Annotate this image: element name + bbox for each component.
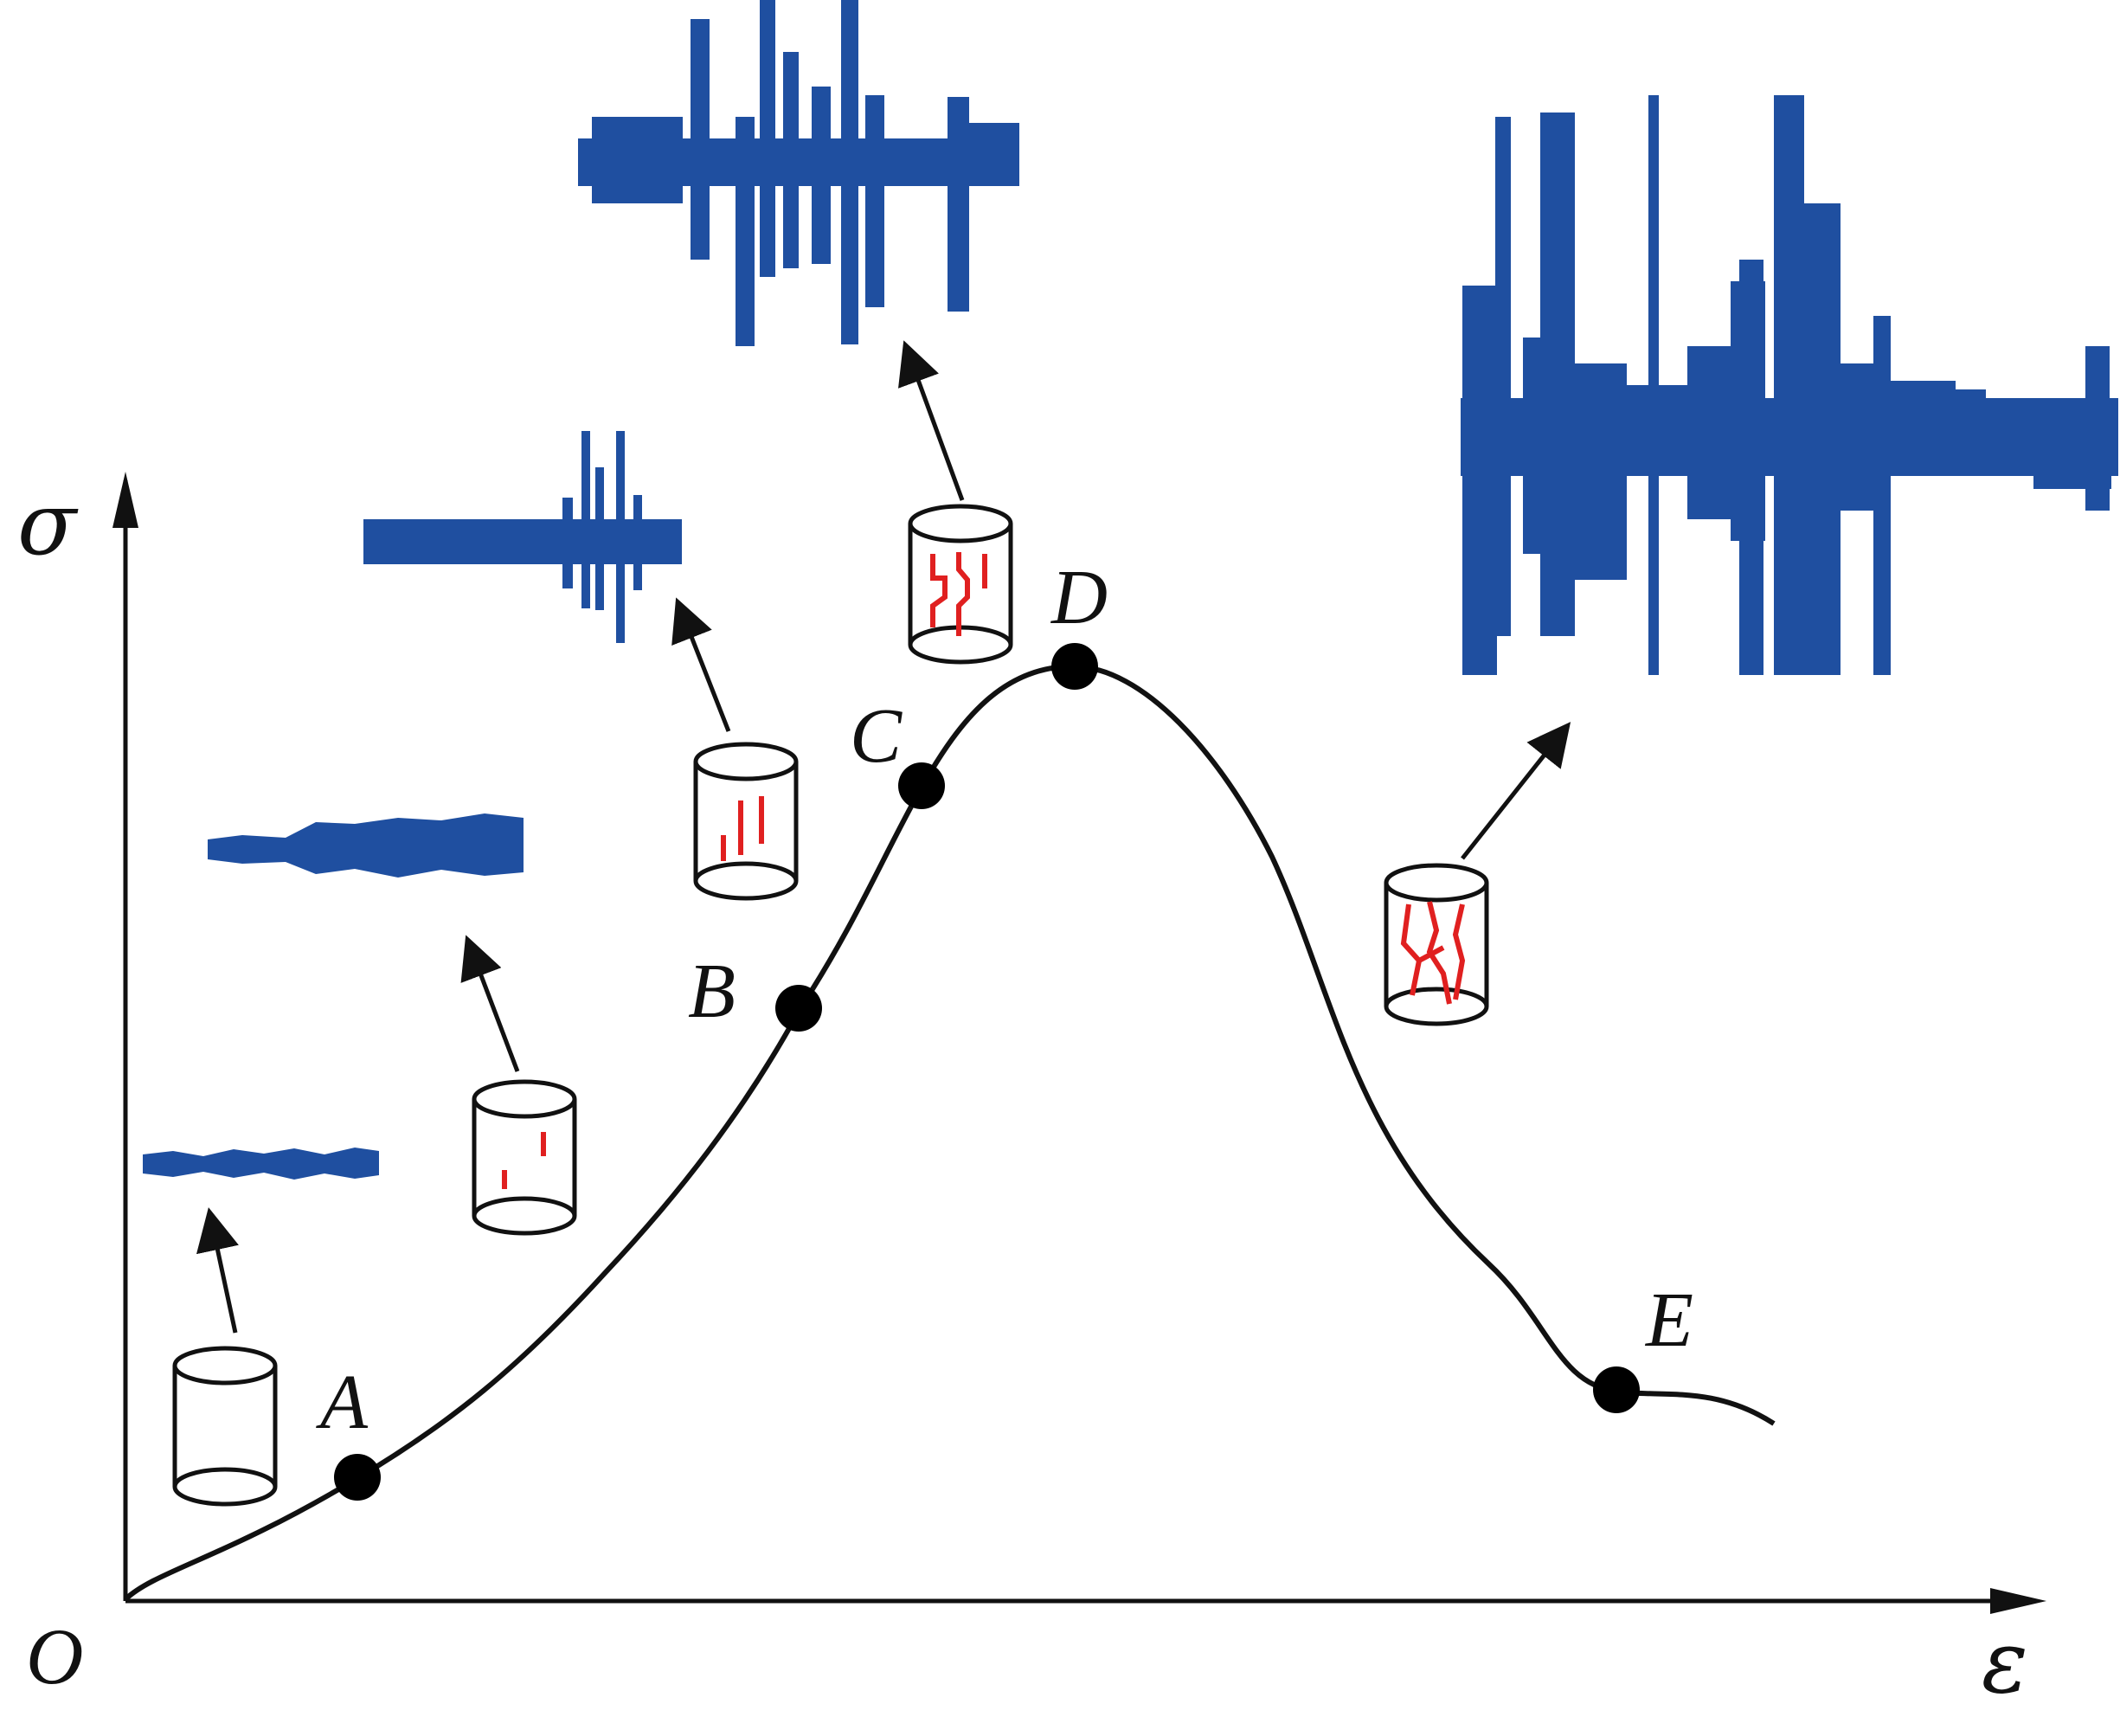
axes: O σ ε [17,472,2046,1713]
curve-points: A B C D E [316,555,1693,1501]
point-d-label: D [1050,555,1108,640]
y-axis-label: σ [17,473,79,575]
point-e-label: E [1644,1277,1693,1363]
acoustic-emission-waveform [1461,95,2118,675]
cylinder-specimen-icon [693,742,799,901]
arrow-icon [671,597,731,732]
point-c-label: C [850,693,903,779]
acoustic-emission-waveform [578,0,1019,346]
arrow-icon [196,1207,239,1334]
point-a-label: A [316,1360,369,1445]
specimens [172,504,1489,1507]
x-axis-arrow-icon [1990,1588,2046,1614]
arrow-icon [898,340,965,501]
x-axis-label: ε [1982,1611,2028,1713]
arrow-icon [460,935,520,1072]
point-b-marker [775,985,822,1032]
cylinder-specimen-icon [908,504,1013,665]
point-e-marker [1593,1366,1640,1413]
y-axis-arrow-icon [112,472,138,528]
acoustic-emission-waveform [208,813,524,878]
cylinder-specimen-icon [1384,863,1489,1026]
acoustic-emission-waveform [143,1148,379,1180]
point-a-marker [334,1454,381,1501]
origin-label: O [26,1612,83,1701]
point-c-marker [898,762,945,809]
waveforms [143,0,2118,1180]
cylinder-specimen-icon [172,1346,278,1507]
point-b-label: B [688,948,736,1034]
stress-strain-curve [123,663,1776,1602]
arrows [196,340,1571,1334]
acoustic-emission-waveform [363,431,682,643]
point-d-marker [1051,643,1098,690]
arrow-icon [1461,722,1571,860]
cylinder-specimen-icon [472,1079,577,1236]
